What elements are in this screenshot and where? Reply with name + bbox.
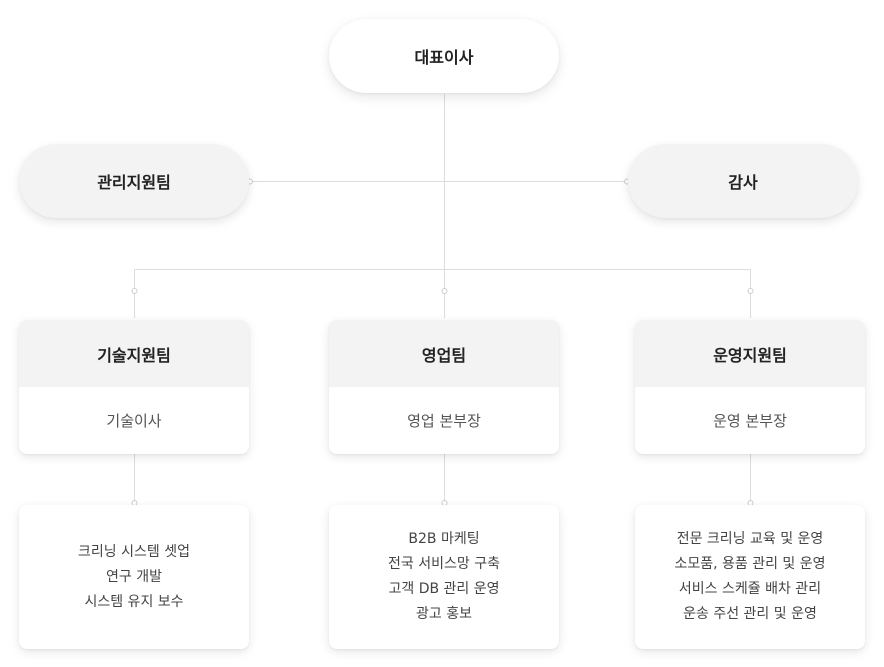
duty-item: 시스템 유지 보수 [84,593,184,610]
duty-item: 전문 크리닝 교육 및 운영 [676,531,824,547]
dept-name: 기술지원팀 [19,320,249,387]
duty-item: 광고 홍보 [416,606,472,622]
junction-dot [441,288,448,294]
duty-card-tech: 크리닝 시스템 셋업 연구 개발 시스템 유지 보수 [19,505,249,649]
duty-item: 운송 주선 관리 및 운영 [683,606,817,622]
duty-card-operations: 전문 크리닝 교육 및 운영 소모품, 용품 관리 및 운영 서비스 스케쥴 배… [635,505,865,649]
duty-item: 고객 DB 관리 운영 [388,581,500,597]
duty-item: 소모품, 용품 관리 및 운영 [674,556,826,572]
dept-lead: 영업 본부장 [407,412,481,430]
duty-item: 전국 서비스망 구축 [388,556,500,572]
dept-card-sales: 영업팀 영업 본부장 [329,320,559,454]
dept-name: 운영지원팀 [635,320,865,387]
dept-card-tech: 기술지원팀 기술이사 [19,320,249,454]
support-team-label: 관리지원팀 [97,173,171,192]
junction-dot [747,288,754,294]
duty-item: 연구 개발 [106,568,162,585]
dept-card-operations: 운영지원팀 운영 본부장 [635,320,865,454]
dept-lead: 운영 본부장 [713,412,787,430]
junction-dot [131,288,138,294]
duty-card-sales: B2B 마케팅 전국 서비스망 구축 고객 DB 관리 운영 광고 홍보 [329,505,559,649]
duty-item: B2B 마케팅 [408,531,480,547]
support-team-node: 관리지원팀 [19,144,249,218]
audit-node: 감사 [628,144,858,218]
duty-item: 크리닝 시스템 셋업 [78,543,190,560]
duty-item: 서비스 스케쥴 배차 관리 [678,581,822,597]
audit-label: 감사 [728,173,758,192]
dept-lead: 기술이사 [106,412,162,430]
ceo-node: 대표이사 [329,19,559,93]
dept-name: 영업팀 [329,320,559,387]
ceo-label: 대표이사 [414,48,474,67]
